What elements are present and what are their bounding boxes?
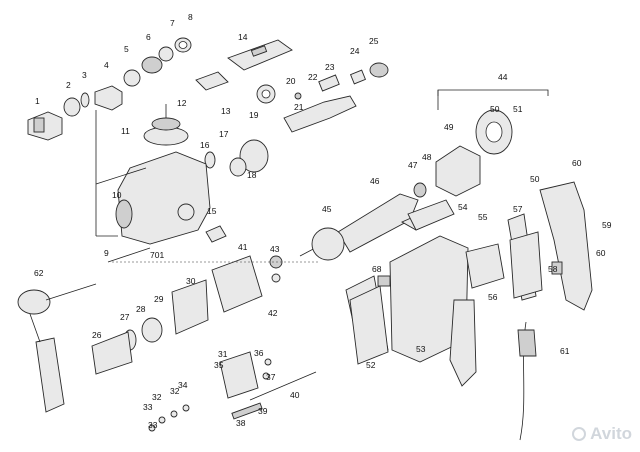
callout-label: 50 [490, 104, 500, 114]
callout-label: 58 [548, 264, 558, 274]
callout-label: 1 [35, 96, 40, 106]
side-panels [349, 199, 543, 365]
callout-label: 11 [121, 126, 130, 136]
callout-label: 22 [308, 72, 318, 82]
gearbox-housing [95, 104, 227, 245]
callout-label: 30 [186, 276, 196, 286]
callout-label: 3 [82, 70, 87, 80]
callout-label: 13 [221, 106, 231, 116]
callout-label: 51 [513, 104, 523, 114]
callout-label: 62 [34, 268, 44, 278]
callout-label: 61 [560, 346, 570, 356]
callout-label: 16 [200, 140, 210, 150]
callout-label: 37 [266, 372, 276, 382]
callout-label: 38 [236, 418, 246, 428]
callout-label: 53 [416, 344, 426, 354]
callout-label: 54 [458, 202, 468, 212]
callout-label: 41 [238, 242, 248, 252]
callout-label: 56 [488, 292, 498, 302]
field-coil-part [435, 109, 513, 197]
callout-label: 36 [254, 348, 264, 358]
side-handle-part [17, 283, 97, 413]
callout-label: 55 [478, 212, 488, 222]
callout-label: 2 [66, 80, 71, 90]
callout-label: 5 [124, 44, 129, 54]
callout-label: 50 [530, 174, 540, 184]
callout-label: 59 [602, 220, 612, 230]
lower-small-parts [148, 351, 317, 432]
watermark-text: Avito [590, 424, 632, 443]
callout-label: 7 [170, 18, 175, 28]
callout-label: 60 [596, 248, 606, 258]
callout-label: 9 [104, 248, 109, 258]
avito-logo-icon [572, 427, 587, 441]
callout-label: 28 [136, 304, 146, 314]
callout-label: 25 [369, 36, 379, 46]
callout-label: 33 [143, 402, 153, 412]
callout-label: 42 [268, 308, 278, 318]
callout-label: 45 [322, 204, 332, 214]
callout-label: 34 [178, 380, 188, 390]
callout-label: 10 [112, 190, 122, 200]
callout-label: 19 [249, 110, 259, 120]
slide-cover-part [195, 39, 293, 91]
avito-watermark: Avito [572, 424, 632, 444]
gear-parts [204, 62, 389, 177]
callout-label: 44 [498, 72, 508, 82]
callout-label: 40 [290, 390, 300, 400]
callout-label: 18 [247, 170, 257, 180]
callout-label: 52 [366, 360, 376, 370]
callout-label: 15 [207, 206, 217, 216]
callout-label: 46 [370, 176, 380, 186]
callout-label: 23 [325, 62, 335, 72]
callout-label: 26 [92, 330, 102, 340]
armature-part [299, 182, 427, 257]
callout-label: 43 [270, 244, 280, 254]
callout-label: 24 [350, 46, 360, 56]
callout-label: 39 [258, 406, 268, 416]
callout-label: 27 [120, 312, 130, 322]
callout-label: 14 [238, 32, 248, 42]
callout-label: 32 [170, 386, 180, 396]
callout-label: 49 [444, 122, 454, 132]
callout-label: 47 [408, 160, 418, 170]
ring-parts-top [63, 37, 192, 117]
callout-label: 701 [150, 250, 164, 260]
callout-label: 17 [219, 129, 229, 139]
callout-label: 48 [422, 152, 432, 162]
callout-label: 8 [188, 12, 193, 22]
callout-label: 60 [572, 158, 582, 168]
callout-label: 57 [513, 204, 523, 214]
bracket-lines [95, 89, 549, 237]
gear-assembly-mid [91, 227, 345, 375]
callout-labels: 1 2 3 4 5 6 7 8 9 10 11 12 13 14 15 16 1… [34, 12, 612, 430]
handle-part [507, 181, 593, 441]
callout-label: 6 [146, 32, 151, 42]
callout-label: 29 [154, 294, 164, 304]
callout-label: 68 [372, 264, 382, 274]
chuck-part [27, 111, 63, 141]
callout-label: 21 [294, 102, 304, 112]
callout-label: 12 [177, 98, 187, 108]
callout-label: 20 [286, 76, 296, 86]
callout-label: 4 [104, 60, 109, 70]
callout-label: 31 [218, 349, 228, 359]
callout-label: 35 [214, 360, 224, 370]
callout-label: 32 [152, 392, 162, 402]
callout-label: 33 [148, 420, 158, 430]
